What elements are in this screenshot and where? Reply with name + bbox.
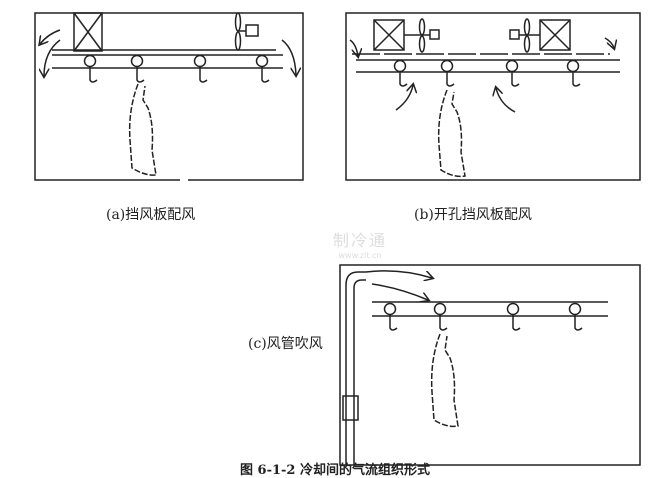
panel-a-baffle-distribution: [34, 12, 304, 181]
air-cooler-unit: [73, 12, 103, 52]
airflow-arrow: [395, 85, 413, 111]
carcass: [128, 83, 157, 176]
label-panel-a: (a)挡风板配风: [106, 207, 196, 223]
airflow-arrow: [604, 37, 614, 48]
watermark-name: 制冷通: [332, 231, 387, 250]
airflow-arrow: [365, 270, 432, 278]
label-panel-b: (b)开孔挡风板配风: [414, 207, 532, 223]
air-cooler-unit: [539, 19, 571, 51]
panel-b-perforated-baffle: [345, 12, 641, 181]
label-panel-c: (c)风管吹风: [248, 336, 323, 352]
carcass: [430, 333, 459, 428]
airflow-arrow: [349, 39, 358, 56]
carcass: [437, 89, 466, 178]
duct-fan-box: [342, 395, 359, 421]
airflow-arrow: [281, 39, 296, 75]
airflow-arrow: [40, 29, 61, 44]
hooks: [393, 59, 581, 87]
air-duct: [345, 271, 366, 465]
air-cooler-unit: [373, 19, 405, 51]
watermark-url: www.zlt.cn: [338, 251, 382, 260]
hooks: [83, 54, 270, 83]
fan-icon: [234, 12, 259, 51]
airflow-arrow: [496, 88, 516, 113]
hooks: [383, 302, 583, 331]
figure-caption: 图 6-1-2 冷却间的气流组织形式: [240, 463, 430, 478]
airflow-arrow: [44, 39, 61, 76]
panel-c-duct-blowing: [339, 264, 641, 466]
airflow-arrow: [371, 283, 428, 300]
fan-icon: [404, 18, 440, 53]
fan-icon: [509, 18, 540, 53]
watermark: 制冷通 www.zlt.cn: [320, 227, 400, 260]
rail: [372, 301, 608, 317]
